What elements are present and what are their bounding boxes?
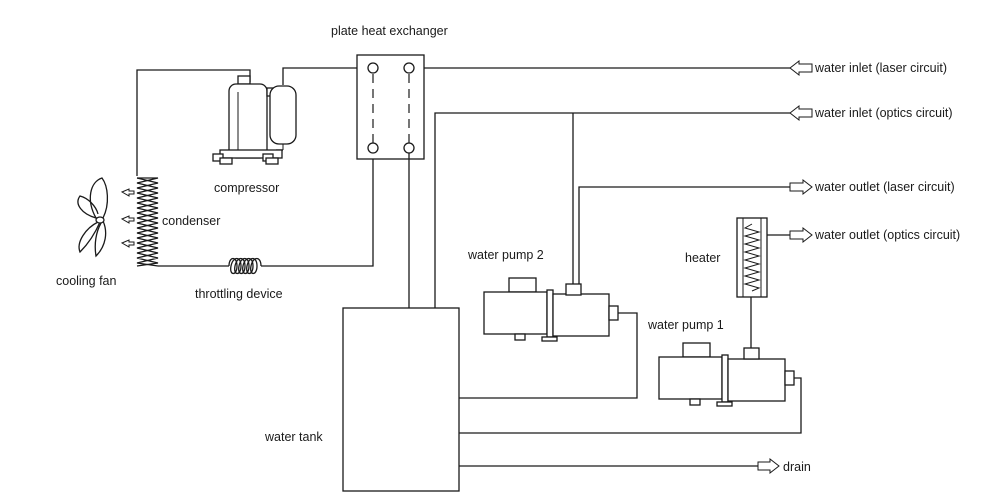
tank-to-pump1-line <box>459 377 802 434</box>
water-inlet-laser-label: water inlet (laser circuit) <box>814 61 947 75</box>
drain-arrow-icon <box>757 457 780 475</box>
condenser-coil <box>136 176 159 268</box>
water-outlet-laser-line <box>578 186 790 284</box>
water-tank <box>342 307 460 492</box>
plate-heat-exchanger-label: plate heat exchanger <box>331 24 448 38</box>
compressor-icon <box>212 75 297 165</box>
cooling-fan-label: cooling fan <box>56 274 117 288</box>
airflow-arrow-icon <box>120 188 135 248</box>
outlet-arrow-icon <box>789 226 813 244</box>
water-pump-1-label: water pump 1 <box>647 318 724 332</box>
throttling-device-label: throttling device <box>195 287 283 301</box>
heater-label: heater <box>685 251 720 265</box>
water-pump-2-icon <box>483 277 619 342</box>
water-tank-label: water tank <box>264 430 323 444</box>
inlet-arrow-icon <box>789 59 813 77</box>
inlet-arrow-icon <box>789 104 813 122</box>
outlet-arrow-icon <box>789 178 813 196</box>
refrigerant-line-throttle-to-exchanger <box>261 148 374 267</box>
plate-heat-exchanger <box>356 54 425 160</box>
water-pump-2-label: water pump 2 <box>467 248 544 262</box>
water-inlet-optics-line <box>434 112 790 308</box>
tank-to-pump2-line <box>459 312 638 399</box>
water-outlet-optics-label: water outlet (optics circuit) <box>814 228 960 242</box>
water-pump-1-icon <box>658 342 795 407</box>
water-inlet-optics-label: water inlet (optics circuit) <box>814 106 953 120</box>
compressor-label: compressor <box>214 181 279 195</box>
refrigerant-line-accumulator-to-exchanger <box>282 67 357 85</box>
cooling-fan-icon <box>77 177 109 258</box>
throttling-device-coil-icon <box>228 257 262 275</box>
condenser-label: condenser <box>162 214 220 228</box>
heater-icon <box>736 217 768 298</box>
water-outlet-laser-label: water outlet (laser circuit) <box>814 180 955 194</box>
drain-label: drain <box>783 460 811 474</box>
